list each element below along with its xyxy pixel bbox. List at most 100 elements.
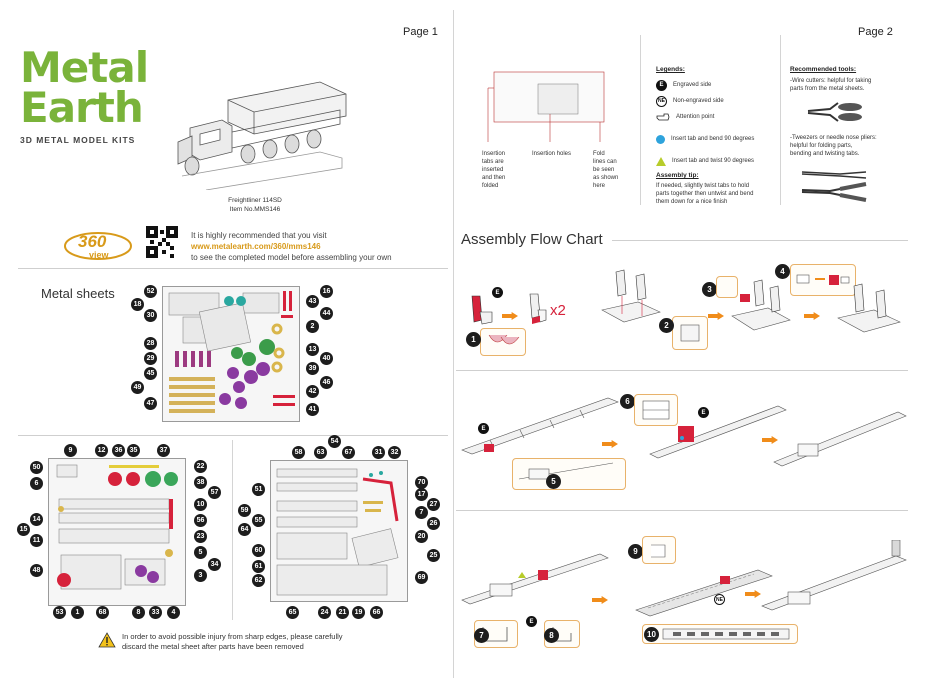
times-two-label: x2 xyxy=(550,302,566,319)
sheet2-num-7: 57 xyxy=(208,486,221,499)
sheet3-num-13: 69 xyxy=(415,571,428,584)
fold-lines-line-3: as shown xyxy=(593,175,619,181)
sheet2-num-21: 34 xyxy=(208,558,221,571)
assembly-tip-line-0: If needed, slightly twist tabs to hold xyxy=(656,183,750,189)
sheet1-num-17: 41 xyxy=(306,403,319,416)
warning-line-2: discard the metal sheet after parts have… xyxy=(122,642,304,651)
sheet3-num-17: 64 xyxy=(238,523,251,536)
page-number-2: Page 2 xyxy=(858,26,893,38)
sheet2-num-23: 23 xyxy=(194,530,207,543)
sheet1-num-3: 28 xyxy=(144,337,157,350)
flow-arrow-1 xyxy=(502,312,518,320)
tweezers-line-0: -Tweezers or needle nose pliers: xyxy=(790,135,877,141)
logo-subtitle: 3D METAL MODEL KITS xyxy=(20,135,136,145)
badge-word: view xyxy=(89,250,109,260)
step-5-badge: 5 xyxy=(546,474,561,489)
fold-lines-line-1: lines can xyxy=(593,159,617,165)
sheet3-num-21: 65 xyxy=(286,606,299,619)
frame-rail-3-illustration xyxy=(773,411,907,467)
flow-row-divider-2 xyxy=(456,510,908,511)
sheet3-num-14: 51 xyxy=(252,483,265,496)
step-10-detail xyxy=(662,628,790,640)
sheet3-num-22: 24 xyxy=(318,606,331,619)
assembly-tip-title: Assembly tip: xyxy=(656,172,699,179)
step-6-badge: 6 xyxy=(620,394,635,409)
engraved-marker-2: E xyxy=(478,423,489,434)
step-10-callout xyxy=(642,624,798,644)
sheet3-num-0: 58 xyxy=(292,446,305,459)
insertion-tabs-line-2: inserted xyxy=(482,167,504,173)
sheet3-num-15: 59 xyxy=(238,504,251,517)
sheet2-num-17: 8 xyxy=(132,606,145,619)
frame-rail-2-illustration xyxy=(649,405,787,459)
sheet1-num-13: 40 xyxy=(320,352,333,365)
tweezers-text: -Tweezers or needle nose pliers: helpful… xyxy=(790,134,910,158)
sheet2-num-22: 5 xyxy=(194,546,207,559)
sheet2-num-12: 11 xyxy=(30,534,43,547)
frame-rail-1-illustration xyxy=(461,397,619,455)
tools-title: Recommended tools: xyxy=(790,66,857,73)
sheet1-num-16: 42 xyxy=(306,385,319,398)
step-1-callout xyxy=(480,328,526,356)
legend-attention-label: Attention point xyxy=(676,114,715,120)
model-caption: Freightliner 114SD Item No.MMS146 xyxy=(210,196,300,214)
sheet3-num-16: 55 xyxy=(252,514,265,527)
sheet2-num-1: 12 xyxy=(95,444,108,457)
step-4-callout xyxy=(790,264,856,296)
step-4-badge: 4 xyxy=(775,264,790,279)
logo-line-1: Metal xyxy=(20,43,149,92)
step-2-badge: 2 xyxy=(659,318,674,333)
sheet2-num-9: 6 xyxy=(30,477,43,490)
sheet-3-parts xyxy=(276,468,399,596)
legend-divider-right xyxy=(780,35,781,205)
step-5-callout xyxy=(512,458,626,490)
model-item-number: Item No.MMS146 xyxy=(229,206,281,213)
metal-sheet-2 xyxy=(48,458,186,606)
sheet2-num-16: 68 xyxy=(96,606,109,619)
sheet3-num-3: 67 xyxy=(342,446,355,459)
hand-icon xyxy=(656,113,670,121)
flow-row-divider-1 xyxy=(456,370,908,371)
sheet1-num-1: 18 xyxy=(131,298,144,311)
engraved-marker-3: E xyxy=(698,407,709,418)
sheet2-num-25: 10 xyxy=(194,498,207,511)
warning-text: In order to avoid possible injury from s… xyxy=(122,632,343,652)
metal-sheet-3 xyxy=(270,460,408,602)
wire-cutters-line-1: parts from the metal sheets. xyxy=(790,86,865,92)
sheet3-num-18: 60 xyxy=(252,544,265,557)
legend-engraved: E Engraved side xyxy=(656,77,776,93)
sheet1-num-2: 30 xyxy=(144,309,157,322)
legend-engraved-label: Engraved side xyxy=(673,82,712,88)
step-3-badge: 3 xyxy=(702,282,717,297)
wire-cutters-text: -Wire cutters: helpful for taking parts … xyxy=(790,77,910,93)
sheet1-num-8: 16 xyxy=(320,285,333,298)
non-engraved-marker: NE xyxy=(714,594,725,605)
sheet3-num-19: 61 xyxy=(252,560,265,573)
step-1-badge: 1 xyxy=(466,332,481,347)
flow-arrow-2 xyxy=(708,312,724,320)
sheet3-num-5: 32 xyxy=(388,446,401,459)
step-6-callout xyxy=(634,394,678,426)
step-4-detail xyxy=(796,274,850,285)
page-number-1: Page 1 xyxy=(403,26,438,38)
seat-assembled-icon xyxy=(529,293,547,324)
insertion-tabs-label: Insertion tabs are inserted and then fol… xyxy=(482,150,505,190)
sheet3-num-7: 27 xyxy=(427,498,440,511)
sheet2-num-15: 1 xyxy=(71,606,84,619)
brand-logo: Metal Earth 3D METAL MODEL KITS xyxy=(20,43,149,146)
step-10-badge: 10 xyxy=(644,627,659,642)
fold-lines-line-0: Fold xyxy=(593,151,605,157)
qr-code[interactable] xyxy=(146,226,178,258)
seat-part-illustration xyxy=(471,295,493,325)
sheet2-num-6: 38 xyxy=(194,476,207,489)
sheet1-num-15: 46 xyxy=(320,376,333,389)
flow-arrow-6 xyxy=(592,596,608,604)
sheet2-num-24: 56 xyxy=(194,514,207,527)
step-5-detail xyxy=(518,462,614,480)
pliers-icon xyxy=(801,171,867,202)
seats-on-floor-illustration xyxy=(601,269,661,323)
badge-number: 360 xyxy=(78,232,107,251)
recommend-url[interactable]: www.metalearth.com/360/mms146 xyxy=(191,242,321,251)
flow-chart-title: Assembly Flow Chart xyxy=(461,231,603,248)
sheet3-num-12: 25 xyxy=(427,549,440,562)
